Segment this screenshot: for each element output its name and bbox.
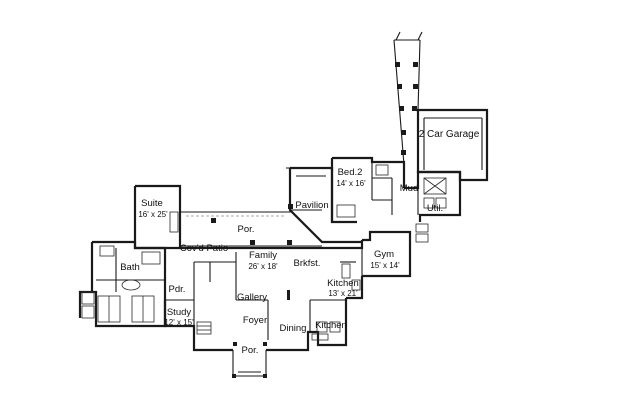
rear-porch (180, 167, 322, 247)
room-name: Pdr. (168, 284, 186, 295)
room-name: Por. (241, 345, 259, 356)
room-name: Pavilion (295, 200, 329, 211)
room-name: Gym (373, 249, 395, 260)
room-name: Por. (237, 224, 255, 235)
room-name: 2 Car Garage (418, 129, 480, 140)
room-dimensions: 12' x 15' (164, 318, 194, 327)
kitchen-gym-walls (322, 230, 412, 300)
room-name: Util. (426, 203, 444, 214)
room-name: Suite (141, 198, 163, 209)
main-core-walls (163, 246, 348, 352)
room-name: Brkfst. (293, 258, 321, 269)
room-name: Study (166, 307, 192, 318)
room-name: Dining (279, 323, 307, 334)
room-name: Cov'd Patio (179, 243, 229, 254)
room-dimensions: 26' x 18' (248, 262, 278, 271)
room-dimensions: 13' x 21' (328, 289, 358, 298)
garage-walls (416, 108, 489, 182)
room-name: Kitchen (327, 278, 359, 289)
breezeway-colonnade (393, 31, 423, 166)
room-name: Mud (399, 183, 419, 194)
room-name: Gallery (236, 292, 268, 303)
room-name: Bath (120, 262, 140, 273)
room-name: Bed.2 (337, 167, 363, 178)
front-porch (232, 350, 267, 378)
bath-walls (78, 240, 167, 328)
room-dimensions: 16' x 25' (138, 210, 168, 219)
room-dimensions: 14' x 16' (336, 179, 366, 188)
room-name: Kitchen (315, 320, 347, 331)
room-name: Foyer (242, 315, 268, 326)
room-dimensions: 15' x 14' (370, 261, 400, 270)
room-name: Family (249, 250, 277, 261)
